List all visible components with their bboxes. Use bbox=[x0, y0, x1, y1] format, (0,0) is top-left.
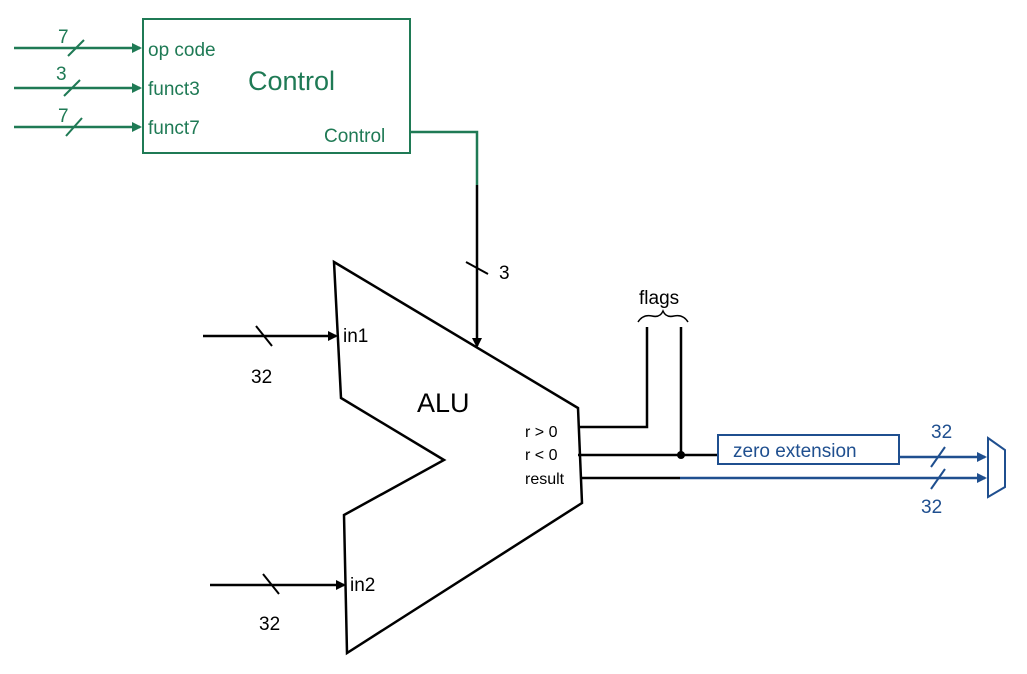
in2-width-label: 32 bbox=[259, 614, 280, 635]
control-width-slash bbox=[465, 261, 489, 275]
result-path: 32 bbox=[580, 468, 987, 518]
control-signal-wire: 3 bbox=[410, 130, 510, 348]
zero-extension-width-slash bbox=[930, 446, 946, 468]
funct7-input-label: funct7 bbox=[148, 118, 200, 139]
funct3-width-slash bbox=[63, 79, 81, 97]
result-width-slash bbox=[930, 468, 946, 490]
funct3-input-label: funct3 bbox=[148, 79, 200, 100]
flags: flags bbox=[578, 288, 718, 459]
control-unit: Control 7 op code 3 funct3 7 funct7 Cont… bbox=[14, 18, 411, 154]
in1-width-slash bbox=[255, 325, 273, 347]
zero-extension-width-label: 32 bbox=[931, 422, 952, 443]
output-label-r-gt-0: r > 0 bbox=[525, 424, 558, 441]
in1-label: in1 bbox=[343, 326, 368, 347]
output-label-r-lt-0: r < 0 bbox=[525, 447, 558, 464]
mux-shape bbox=[987, 436, 1006, 499]
control-unit-box bbox=[142, 18, 411, 154]
flag-wire-r-gt-0 bbox=[578, 327, 649, 429]
funct7-width-slash bbox=[65, 117, 83, 137]
zero-extension-label: zero extension bbox=[733, 441, 857, 462]
result-width-label: 32 bbox=[921, 497, 942, 518]
control-unit-title: Control bbox=[248, 66, 335, 96]
zero-extension-box bbox=[717, 434, 900, 465]
funct7-width-label: 7 bbox=[58, 106, 69, 127]
flags-brace bbox=[637, 309, 689, 323]
zero-extension: zero extension 32 bbox=[717, 422, 987, 468]
control-wire-green-segment bbox=[410, 130, 479, 185]
opcode-width-label: 7 bbox=[58, 27, 69, 48]
alu-title: ALU bbox=[417, 388, 470, 418]
control-output-label: Control bbox=[324, 126, 385, 147]
funct3-width-label: 3 bbox=[56, 64, 67, 85]
flags-label: flags bbox=[639, 288, 679, 309]
in2-width-slash bbox=[262, 573, 280, 595]
alu: ALU 32 in1 32 in2 r > 0 r < 0 result bbox=[203, 259, 584, 656]
in1-width-label: 32 bbox=[251, 367, 272, 388]
opcode-width-slash bbox=[67, 39, 85, 57]
in2-label: in2 bbox=[350, 575, 375, 596]
opcode-input-label: op code bbox=[148, 40, 216, 61]
output-label-result: result bbox=[525, 471, 565, 488]
flag-junction-dot bbox=[677, 451, 685, 459]
control-width-label: 3 bbox=[499, 263, 510, 284]
